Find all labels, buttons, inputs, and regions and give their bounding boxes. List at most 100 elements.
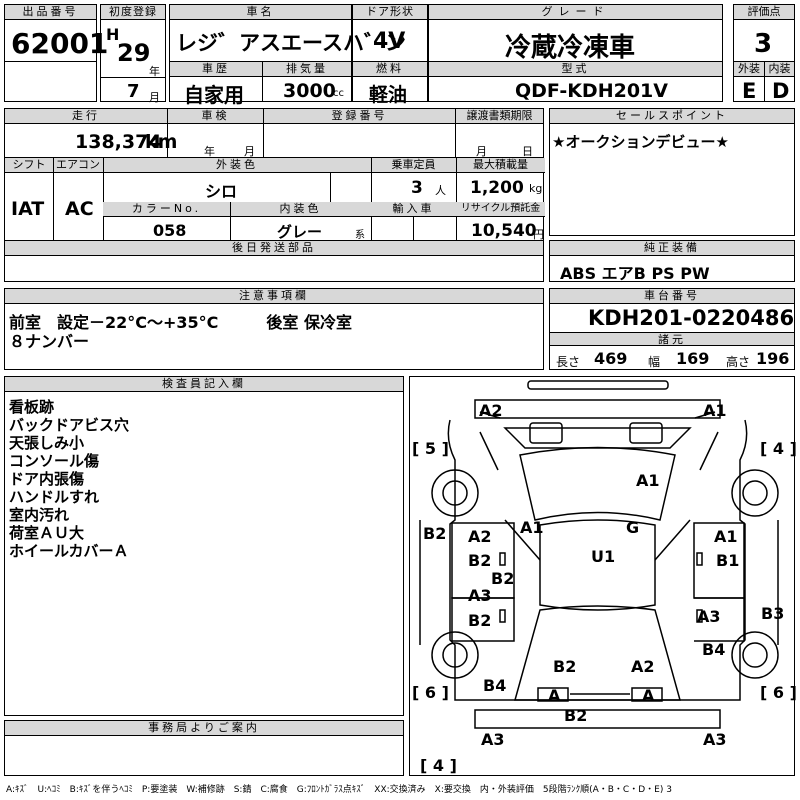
specs-row: シフト エアコン 外装色 乗車定員 最大積載量 IAT AC シロ 3 人 1,… (4, 157, 545, 242)
lot-number: 62001 (11, 27, 109, 60)
damage-tag: B2 (491, 569, 515, 588)
lot-number-header: 出品番号 (5, 5, 96, 20)
cc-unit: cc (333, 88, 344, 99)
model: QDF-KDH201V (515, 80, 668, 102)
inspection-year-unit: 年 (204, 145, 215, 158)
int-color: グレー (277, 223, 323, 241)
shift: IAT (11, 198, 45, 220)
history-cell: 車歴 自家用 (169, 61, 263, 107)
fuel-cell: 燃料 軽油 (352, 61, 428, 106)
registration-year: 29 (117, 39, 151, 67)
max-load-header: 最大積載量 (456, 158, 545, 173)
caution-header: 注意事項欄 (5, 289, 543, 304)
score-cell: 評価点 3 (733, 4, 795, 62)
yen-unit: 円 (533, 228, 544, 241)
damage-tag: A2 (631, 657, 655, 676)
caution-line-1: 前室 設定－22°C～+35°C 後室 保冷室 (9, 313, 352, 332)
note-7: 室内汚れ (9, 506, 70, 524)
aircon: AC (65, 198, 94, 220)
int-color-unit: 系 (355, 230, 365, 241)
legend: A:ｷｽﾞ U:ﾍｺﾐ B:ｷｽﾞを伴うﾍｺﾐ P:要塗装 W:補修跡 S:錆 … (6, 785, 672, 795)
person-unit: 人 (435, 184, 446, 197)
lot-number-cell: 出品番号 62001 (4, 4, 108, 102)
chassis-number: KDH201-0220486 (588, 306, 795, 330)
registration-number-header: 登録番号 (264, 109, 455, 124)
width: 169 (676, 349, 710, 368)
office-notice-cell: 事務局よりご案内 (4, 720, 404, 776)
capacity-header: 乗車定員 (371, 158, 456, 173)
caution-line-2: ８ナンバー (9, 332, 90, 351)
note-9: ホイールカバーＡ (9, 542, 129, 560)
score-header: 評価点 (734, 5, 794, 20)
shift-header: シフト (5, 158, 53, 173)
color-no-header: カラーNo. (103, 202, 230, 217)
damage-tag: B3 (761, 604, 785, 623)
later-parts-header: 後日発送部品 (5, 241, 543, 256)
later-parts-cell: 後日発送部品 (4, 240, 544, 282)
era: H (106, 25, 120, 44)
year-unit: 年 (149, 65, 160, 78)
damage-tag: [ 6 ] (412, 683, 449, 702)
note-1: 看板跡 (9, 398, 55, 416)
history: 自家用 (184, 83, 244, 107)
transfer-deadline-header: 譲渡書類期限 (456, 109, 543, 124)
int-color-header: 内装色 (230, 202, 371, 217)
damage-tag: [ 5 ] (412, 439, 449, 458)
inspection-cell: 車検 年 月 (167, 108, 264, 158)
door-type: 4V (373, 29, 406, 54)
chassis-header: 車台番号 (550, 289, 794, 304)
inspection-month-unit: 月 (244, 145, 255, 158)
max-load: 1,200 (470, 178, 524, 198)
aircon-header: エアコン (53, 158, 103, 173)
door-header: ドア形状 (353, 5, 427, 20)
damage-tag: G (626, 518, 640, 537)
inspection-header: 車検 (168, 109, 263, 124)
damage-tag: A (642, 686, 655, 705)
note-3: 天張しみ小 (9, 434, 85, 452)
import-header: 輸入車 (371, 202, 456, 217)
genuine-header: 純正装備 (550, 241, 794, 256)
exterior-header: 外装 (734, 62, 764, 77)
car-name-header: 車名 (170, 5, 351, 20)
height-label: 高さ (726, 355, 751, 369)
chassis-cell: 車台番号 KDH201-0220486 諸元 長さ 469 幅 169 高さ 1… (549, 288, 795, 370)
damage-tag: B2 (468, 551, 492, 570)
car-name-cell: 車名 レジ゛アスエースハ゛ン (169, 4, 406, 62)
damage-tag: A3 (481, 730, 505, 749)
registration-month: 7 (127, 81, 140, 102)
note-6: ハンドルすれ (9, 488, 100, 506)
damage-tag: A1 (520, 518, 544, 537)
recycle-fee: 10,540 (471, 221, 537, 241)
note-4: コンソール傷 (9, 452, 100, 470)
model-header: 型式 (429, 62, 722, 77)
damage-tag: A1 (703, 401, 727, 420)
first-registration-cell: 初度登録 H 29 年 7 月 (100, 4, 166, 104)
month-unit: 月 (149, 91, 160, 104)
displacement: 3000 (283, 80, 336, 102)
sales-point-header: セールスポイント (550, 109, 794, 124)
displacement-cell: 排気量 3000 cc (262, 61, 352, 102)
grade: 冷蔵冷凍車 (505, 33, 636, 63)
damage-tag: B2 (423, 524, 447, 543)
damage-tag: [ 4 ] (420, 756, 457, 775)
history-header: 車歴 (170, 62, 262, 77)
genuine-equipment-cell: 純正装備 ABS エアB PS PW (549, 240, 795, 283)
capacity: 3 (411, 178, 423, 198)
fuel-header: 燃料 (353, 62, 427, 77)
damage-tag: B2 (468, 611, 492, 630)
interior-header: 内装 (765, 62, 794, 77)
damage-tag: A2 (479, 401, 503, 420)
registration-number-cell: 登録番号 (263, 108, 456, 158)
damage-tag: A2 (468, 527, 492, 546)
fuel: 軽油 (369, 84, 408, 106)
ext-color-header: 外装色 (103, 158, 371, 173)
model-cell: 型式 QDF-KDH201V (428, 61, 723, 102)
grade-cell: グレード 冷蔵冷凍車 (428, 4, 723, 63)
ext-color: シロ (205, 182, 238, 201)
km-unit: km (145, 131, 178, 153)
damage-tag: B4 (483, 676, 507, 695)
kg-unit: kg (529, 182, 543, 195)
damage-tag: B4 (702, 640, 726, 659)
damage-tag: A3 (703, 730, 727, 749)
exterior-grade-cell: 外装 E (733, 61, 765, 103)
